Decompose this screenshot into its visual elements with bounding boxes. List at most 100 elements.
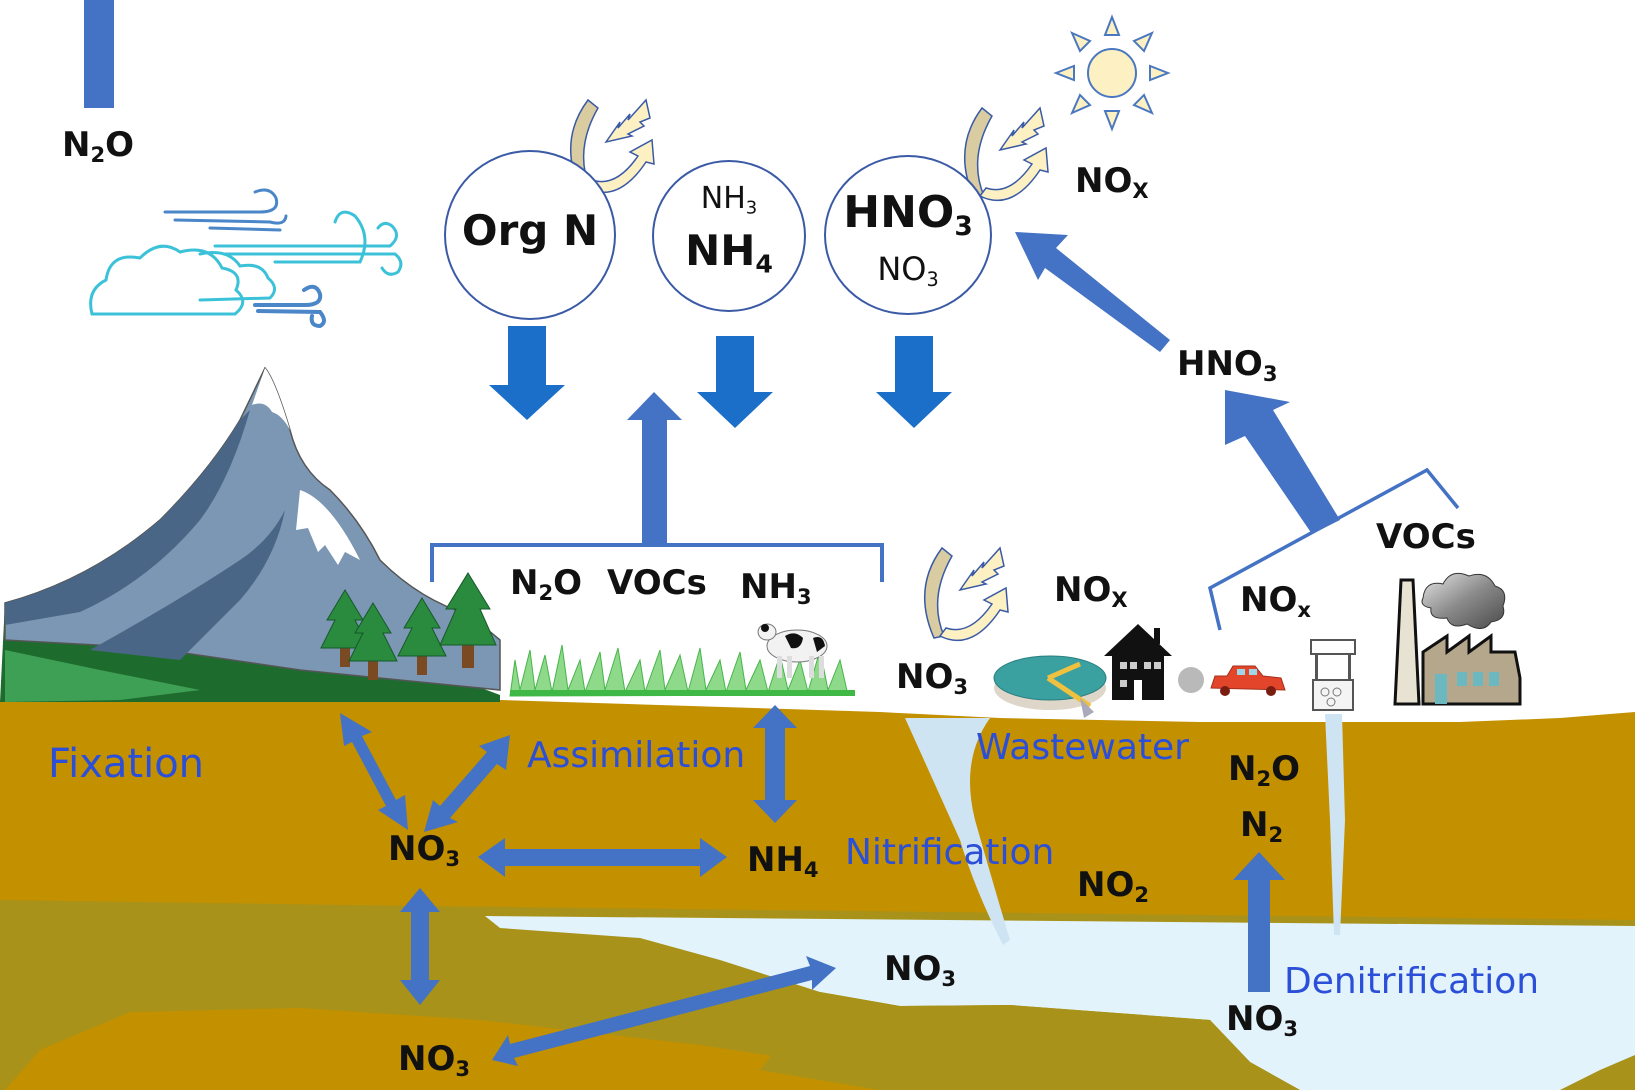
formula-text: NO xyxy=(388,829,446,869)
formula-subscript: 2 xyxy=(1134,881,1150,907)
fixation-double-arrow xyxy=(340,713,408,830)
lightning-oxidation-icon xyxy=(923,546,1009,641)
formula-text: HNO xyxy=(1177,344,1263,384)
pine-trees xyxy=(320,572,497,680)
formula-text: NH xyxy=(685,226,756,275)
ground-layers xyxy=(0,700,1635,1090)
factory-icon xyxy=(1393,572,1522,706)
org-n-circle: Org N xyxy=(444,150,616,320)
formula-subscript: X xyxy=(1111,586,1128,612)
deposition-arrow-nh4 xyxy=(697,336,773,428)
nh4-circle: NH 3 NH4 xyxy=(652,160,806,312)
hno3-label: HNO3 xyxy=(826,191,990,240)
emission-n2o-label: N2O xyxy=(510,563,582,603)
formula-subscript: X xyxy=(1132,177,1149,203)
formula-subscript: 3 xyxy=(445,845,461,871)
pine-tree-icon xyxy=(397,597,447,675)
no3-groundwater-double-arrow xyxy=(492,956,836,1066)
formula-text: Org N xyxy=(461,206,599,255)
nox-traffic-label: NOx xyxy=(1240,580,1311,620)
house-icon xyxy=(1104,624,1172,700)
formula-text: NO xyxy=(1240,580,1298,620)
formula-text: N xyxy=(510,563,539,603)
process-fixation-label: Fixation xyxy=(48,741,205,787)
emission-vocs-label: VOCs xyxy=(607,566,707,600)
mountain-shadow-lower xyxy=(90,510,285,660)
grass-icon xyxy=(509,644,849,697)
formula-subscript: 4 xyxy=(755,249,773,279)
well-icon xyxy=(1310,639,1356,711)
formula-text: NO xyxy=(1054,570,1112,610)
hno3-formation-arrow xyxy=(1225,390,1340,534)
formula-subscript: 3 xyxy=(745,197,758,219)
deposition-arrow-hno3 xyxy=(876,336,952,428)
hno3-circle: HNO3 NO3 xyxy=(824,155,992,315)
groundwater-body xyxy=(485,916,1635,1090)
formula-text: NO xyxy=(1226,999,1284,1039)
grass-base xyxy=(510,690,855,696)
formula-subscript: 3 xyxy=(953,673,969,699)
formula-subscript: 3 xyxy=(455,1055,471,1081)
emission-upward-arrow xyxy=(627,392,682,545)
no3-surface-label: NO3 xyxy=(896,660,968,697)
process-assimilation-label: Assimilation xyxy=(527,735,746,776)
no2-soil-label: NO2 xyxy=(1077,865,1149,905)
soil-middle-under-water xyxy=(760,992,1300,1090)
process-denitrification-label: Denitrification xyxy=(1284,961,1540,1002)
formula-subscript: 3 xyxy=(1283,1015,1299,1041)
formula-subscript: 4 xyxy=(803,856,819,882)
n2o-soil-label: N2O xyxy=(1228,749,1301,789)
pine-tree-icon xyxy=(439,572,497,668)
formula-text: NO xyxy=(884,949,942,989)
n2-soil-label: N2 xyxy=(1240,805,1283,845)
cow-icon xyxy=(757,623,828,678)
formula-text: O xyxy=(105,125,135,165)
formula-text: NO xyxy=(1075,161,1133,201)
org-n-label: Org N xyxy=(446,210,614,252)
formula-text: NO xyxy=(877,250,927,288)
nox-wastewater-label: NOX xyxy=(1054,570,1128,610)
no3-vertical-double-arrow xyxy=(400,888,440,1005)
mountain-illustration xyxy=(0,366,501,702)
assimilation-double-arrow xyxy=(424,735,510,832)
wind-cloud-icon xyxy=(89,188,403,329)
formula-text: O xyxy=(1271,749,1301,789)
formula-subscript: 3 xyxy=(941,965,957,991)
formula-subscript: 2 xyxy=(538,579,554,605)
formula-text: VOCs xyxy=(607,563,707,603)
no3-nh4-double-arrow xyxy=(478,838,727,877)
formula-text: HNO xyxy=(843,187,955,238)
wind-icon xyxy=(163,188,288,232)
pine-tree-icon xyxy=(348,602,398,680)
formula-subscript: 3 xyxy=(1262,360,1278,386)
formula-text: NO xyxy=(1077,865,1135,905)
wind-icon xyxy=(253,284,326,329)
mountain-snow-ridge xyxy=(296,490,360,565)
formula-text: N xyxy=(62,125,91,165)
process-wastewater-label: Wastewater xyxy=(976,727,1189,768)
mountain-shadow xyxy=(5,410,250,625)
emissions-bracket-left xyxy=(430,543,884,582)
wastewater-seepage-plume xyxy=(905,718,1010,945)
wastewater-treatment-icon xyxy=(993,655,1107,718)
no3-groundwater-label: NO3 xyxy=(884,949,956,989)
formula-text: N xyxy=(1240,805,1269,845)
grassland-illustration xyxy=(509,623,855,697)
well-seepage-plume xyxy=(1325,714,1345,935)
soil-flux-arrows xyxy=(340,705,1285,1066)
formula-text: VOCs xyxy=(1376,517,1476,557)
formula-text: N xyxy=(1228,749,1257,789)
wind-icon xyxy=(213,210,403,276)
lightning-oxidation-icon xyxy=(963,106,1049,201)
formula-text: NH xyxy=(747,840,804,880)
vocs-industry-label: VOCs xyxy=(1376,520,1476,554)
nh4-label: NH4 xyxy=(654,230,804,277)
no3-deep-soil-label: NO3 xyxy=(398,1042,470,1079)
n2o-upward-flux-bar xyxy=(84,0,114,108)
formula-subscript: 3 xyxy=(796,583,812,609)
cloud-icon xyxy=(89,244,245,316)
denitrification-upward-arrow xyxy=(1233,852,1285,992)
sun-icon xyxy=(1053,14,1171,132)
formula-subscript: 2 xyxy=(90,141,106,167)
